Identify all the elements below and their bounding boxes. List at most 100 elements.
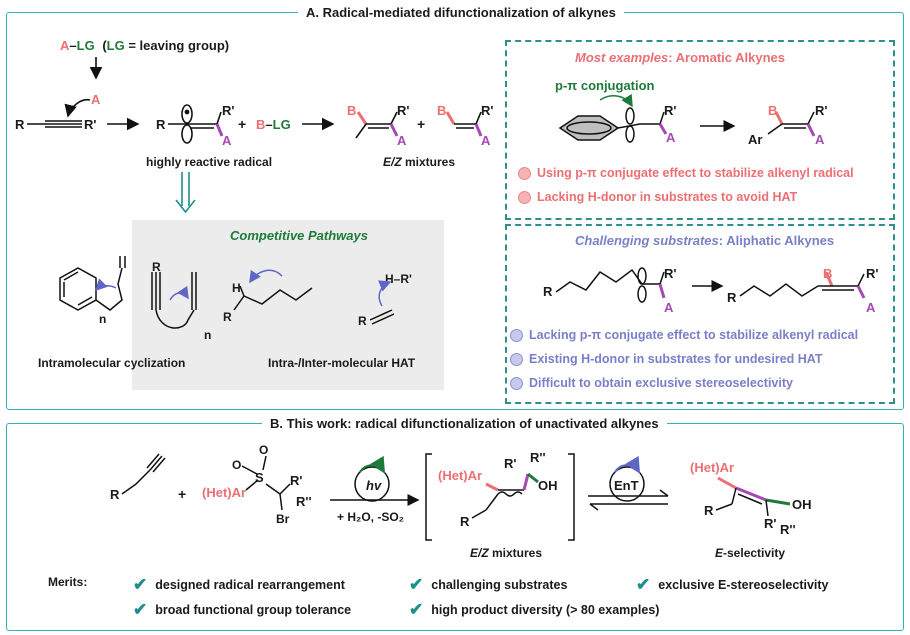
aro-benzene: [558, 115, 620, 141]
sulfone-r1: R': [290, 473, 303, 488]
ali-a: A: [664, 300, 674, 315]
hat-hr: H–R': [385, 272, 412, 286]
section-a-title: A. Radical-mediated difunctionalization …: [298, 5, 624, 20]
p1-r-bond: [355, 123, 367, 139]
b-alkyne-t1: [149, 455, 163, 471]
hat-chain: [233, 287, 313, 311]
aro-prod-rprime: R': [815, 103, 828, 118]
bracket-left: [425, 453, 432, 541]
aro-prod-a-bond: [806, 123, 816, 137]
plus-1: +: [238, 116, 247, 132]
sulfone-c-br: [279, 493, 283, 511]
check-icon: ✔: [636, 575, 651, 594]
blg: B–LG: [256, 117, 291, 132]
mix-r2: R'': [530, 450, 546, 465]
b-plus: +: [178, 486, 187, 502]
int-rprime-bond: [216, 111, 222, 125]
ali-rp-bond: [659, 271, 665, 285]
aro-rp-bond: [659, 111, 665, 125]
cyc-n1: n: [99, 312, 107, 326]
ali-prod-a: A: [866, 300, 876, 315]
int-a-bond: [215, 123, 224, 137]
prod-r-bond: [715, 503, 733, 511]
prod-c-oh: [765, 498, 791, 506]
aro-rprime: R': [664, 103, 677, 118]
radical-a-label: A: [91, 92, 101, 107]
check-icon: ✔: [133, 575, 148, 594]
cyc2-chain: [155, 309, 195, 329]
mix-ch2: [485, 493, 499, 511]
merits-label: Merits:: [48, 575, 88, 589]
aro-orbital-down: [625, 125, 635, 143]
aromatic-bullet-1: Using p-π conjugate effect to stabilize …: [518, 166, 854, 180]
b-alkyne-t3: [146, 453, 160, 469]
ali-prod-rprime: R': [866, 266, 879, 281]
ali-prod-chain: [739, 283, 819, 297]
ali-prod-rp-bond: [857, 273, 865, 287]
cyc-chain: [95, 267, 123, 311]
sulfone-s-c: [265, 483, 281, 495]
sulfone-s-o1: [241, 465, 258, 475]
aromatic-title: Most examples: Aromatic Alkynes: [575, 50, 785, 65]
hat2-alkene-b: [371, 313, 395, 325]
check-icon: ✔: [409, 575, 424, 594]
aliphatic-box: [505, 224, 895, 404]
benzene-ring: [59, 267, 97, 311]
products-caption: E/Z mixtures: [383, 155, 456, 169]
sulfone-o2: O: [259, 443, 269, 457]
radical-dot: [184, 109, 190, 115]
mix-r: R: [460, 514, 470, 529]
cyc-curved-arrow: [94, 278, 117, 292]
check-icon: ✔: [133, 600, 148, 619]
ali-r: R: [543, 284, 553, 299]
mix-het-bond: [485, 482, 499, 492]
intermediate-r: R: [156, 117, 166, 132]
cyc-n2: n: [204, 328, 212, 342]
sulfone-het: (Het)Ar: [202, 485, 247, 500]
mix-het: (Het)Ar: [438, 468, 483, 483]
p2-a-bond: [474, 123, 483, 137]
mix-caption: E/Z mixtures: [470, 546, 543, 560]
prod-c-r: [765, 499, 769, 517]
attack-curved-arrow: [64, 98, 91, 118]
sulfone-c-r1: [279, 483, 291, 495]
merit-4: ✔broad functional group tolerance: [133, 600, 352, 619]
aro-prod-rp-bond: [807, 111, 815, 125]
pi-conjugation-label: p-π conjugation: [555, 78, 655, 93]
aro-prod-b-bond: [774, 111, 784, 125]
ent-label: EnT: [614, 478, 639, 493]
alkyne-rprime: R': [84, 117, 97, 132]
prod-double-b: [737, 493, 763, 505]
prod-ch2: [731, 487, 737, 505]
ali-prod-b-bond: [824, 271, 834, 287]
ali-rprime: R': [664, 266, 677, 281]
aro-prod-ar: Ar: [748, 132, 763, 147]
bullet-dot-icon: [518, 166, 531, 180]
product1-a: A: [397, 133, 407, 148]
b-alkyne-t2: [152, 457, 166, 473]
bullet-dot-icon: [518, 190, 531, 204]
ent-arrow-forward-head: [659, 489, 669, 497]
mix-c-oh: [527, 472, 539, 484]
mix-c-r1: [522, 473, 530, 491]
sulfone-s: S: [255, 470, 264, 485]
ali-prod-a-bond: [856, 285, 866, 299]
p1-a-bond: [389, 123, 399, 137]
hat-r: R: [223, 310, 232, 324]
sulfone-o1: O: [232, 458, 242, 472]
aliphatic-title: Challenging substrates: Aliphatic Alkyne…: [575, 233, 835, 248]
ali-a-bond: [658, 283, 666, 299]
competitive-box: [132, 220, 444, 390]
bullet-dot-icon: [510, 352, 523, 366]
hat2-alkene: [369, 309, 393, 321]
product1-b: B: [347, 103, 357, 118]
ali-orbital-down: [637, 285, 647, 303]
intermediate-rprime: R': [222, 103, 235, 118]
hat-h-bond: [239, 285, 245, 297]
down-double-arrow-head: [175, 199, 196, 214]
bracket-right: [568, 453, 575, 541]
p1-b-bond: [356, 111, 368, 125]
aliphatic-bullet-2: Existing H-donor in substrates for undes…: [510, 352, 823, 366]
prod-het-bond: [717, 476, 737, 490]
product2-a: A: [481, 133, 491, 148]
